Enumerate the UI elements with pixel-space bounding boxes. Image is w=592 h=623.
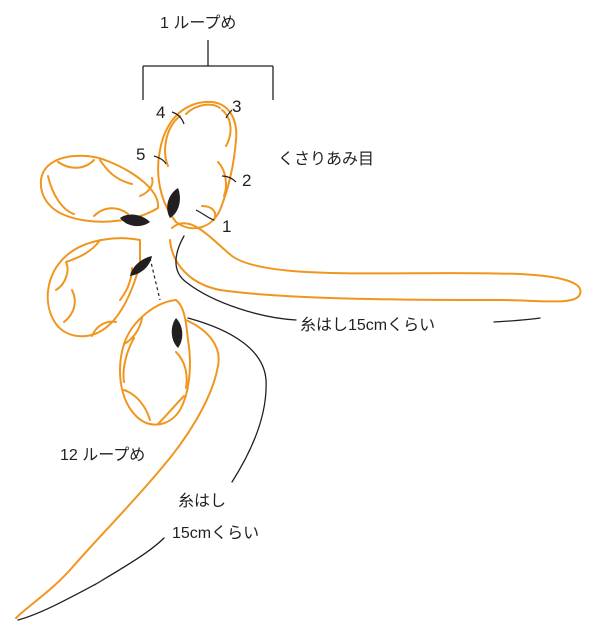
stitch-number-5: 5 — [136, 145, 145, 164]
stitch-number-4: 4 — [156, 103, 165, 122]
tail-right-black — [175, 235, 297, 321]
stitch-number-3: 3 — [232, 97, 241, 116]
loop-first-label: 1 ループめ — [160, 14, 236, 32]
loop-1-bracket — [142, 40, 274, 100]
tail-right-label: 糸はし15cmくらい — [300, 316, 435, 334]
petal-left-lower — [46, 237, 141, 338]
join-dashed-line — [149, 257, 161, 301]
join-stitches — [120, 188, 183, 348]
loop-last-label: 12 ループめ — [60, 446, 145, 464]
number-ticks — [153, 109, 237, 221]
stitch-number-1: 1 — [222, 217, 231, 236]
tail-right-orange — [169, 222, 582, 303]
tail-bottom-label-line2: 15cmくらい — [172, 525, 259, 542]
chain-stitch-label: くさりあみ目 — [278, 150, 374, 168]
tail-bottom-black-lower — [17, 537, 165, 621]
petal-left-upper — [39, 154, 160, 223]
tail-bottom-black — [187, 317, 267, 483]
tail-bottom-orange — [15, 319, 220, 619]
tail-bottom-label-line1: 糸はし — [178, 492, 226, 510]
petal-lower — [119, 299, 191, 426]
tail-right-black-end — [493, 317, 541, 323]
stitch-number-2: 2 — [242, 171, 251, 190]
